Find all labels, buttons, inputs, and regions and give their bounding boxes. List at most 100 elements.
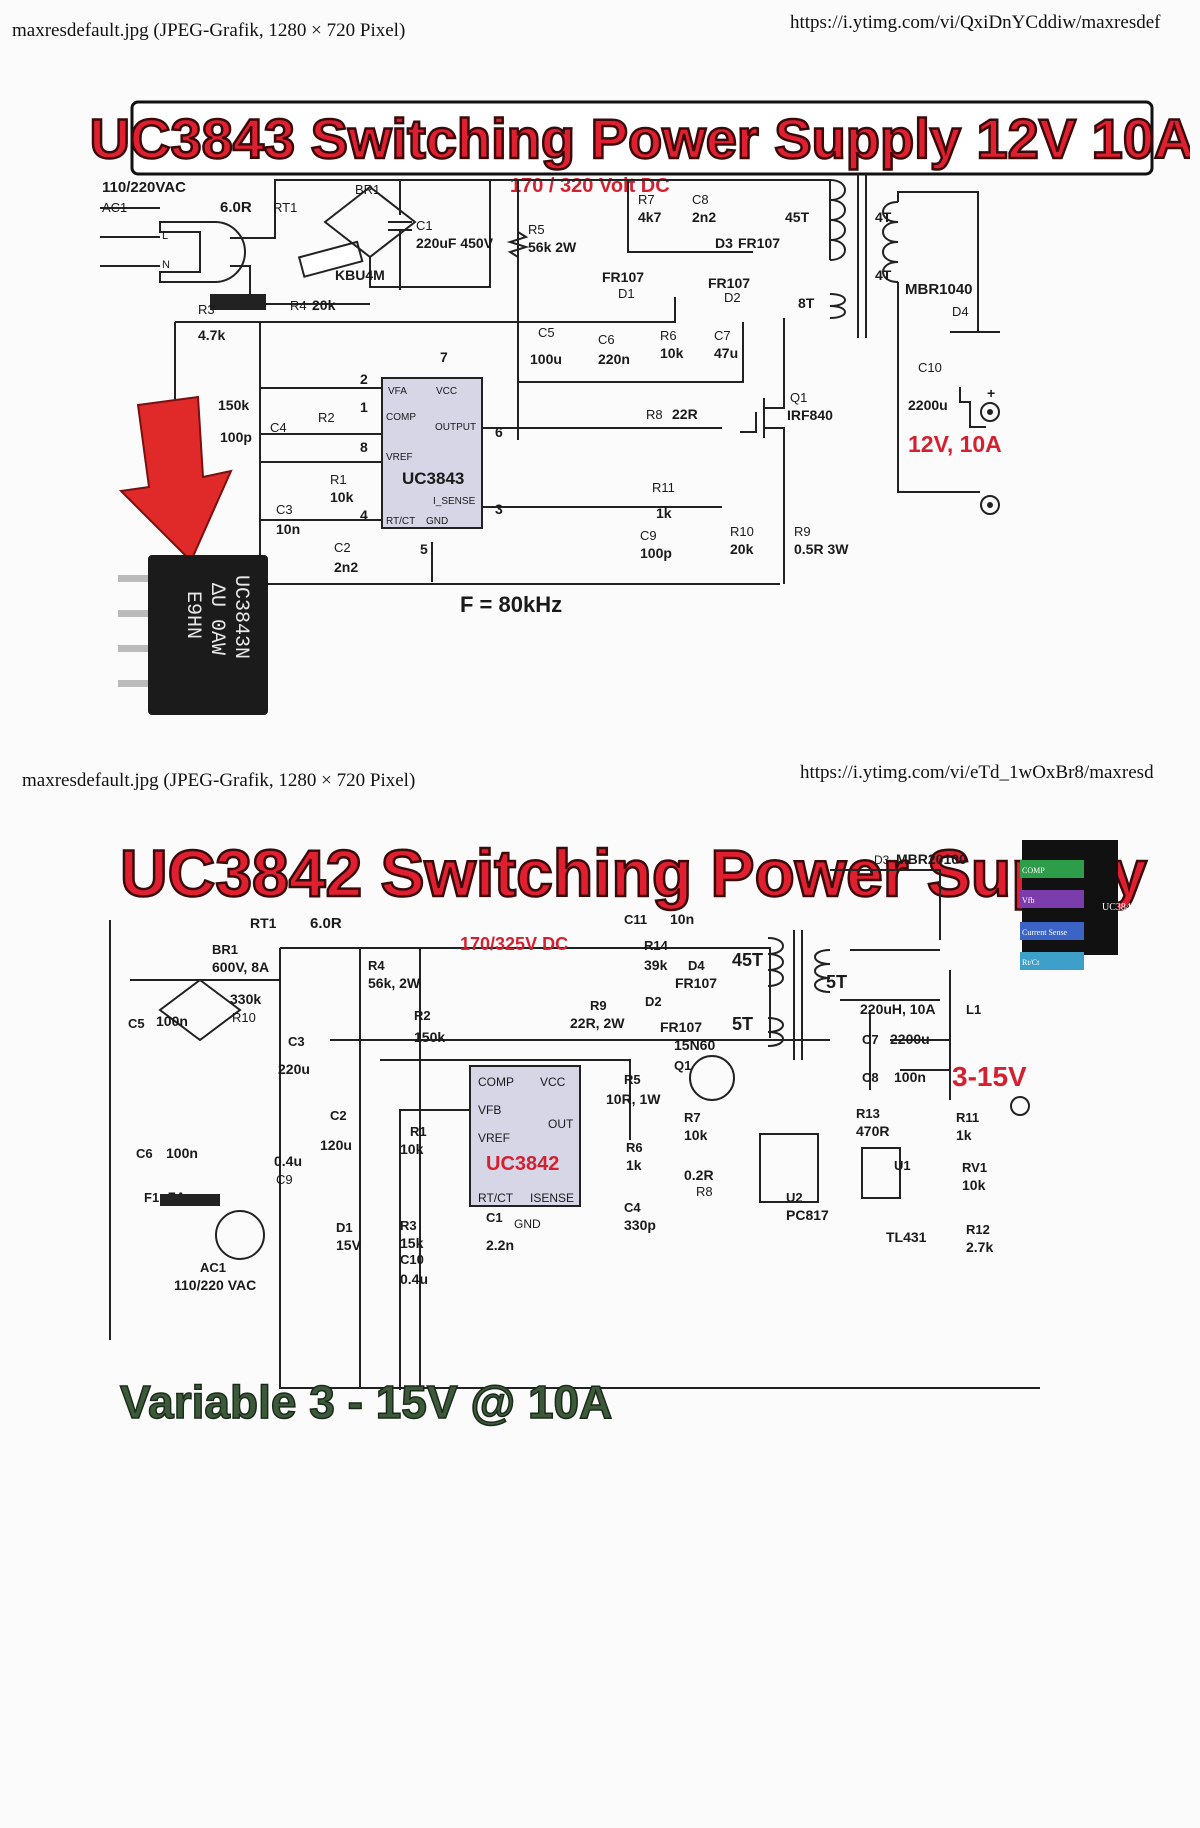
rt1-value: 6.0R [220,199,252,216]
br1-p2-name: BR1 [212,942,238,957]
fuse [210,294,266,310]
r3-p2-name: R3 [400,1218,417,1233]
t8-label: 8T [798,295,815,311]
u2-p2-value: PC817 [786,1207,829,1223]
c7-p2-name: C7 [862,1032,879,1047]
r4-p2-name: R4 [368,958,385,973]
c4-p2-value: 330p [624,1217,656,1233]
q1-value: IRF840 [787,407,833,423]
r8-p2-name: R8 [696,1184,713,1199]
r8-p2-value: 0.2R [684,1167,714,1183]
svg-text:VREF: VREF [478,1131,510,1145]
t5a-p2: 5T [826,972,847,992]
d1-p2-value: 15V [336,1237,362,1253]
r13-p2-value: 470R [856,1123,889,1139]
r14-value: 39k [644,957,668,973]
c3-p2-name: C3 [288,1034,305,1049]
ac-in-p2: 110/220 VAC [174,1277,256,1293]
r14-name: R14 [644,938,669,953]
c9-value: 100p [640,545,672,561]
c8-value: 2n2 [692,209,716,225]
svg-text:ISENSE: ISENSE [530,1191,574,1205]
svg-text:8: 8 [360,439,368,455]
rv1-p2-value: 10k [962,1177,986,1193]
l1-p2-name: L1 [966,1002,981,1017]
t5b-p2: 5T [732,1014,753,1034]
pinout-chip: UC3842 [1102,902,1136,913]
c4-name: C4 [270,420,287,435]
d2-name: D2 [724,290,741,305]
d1-p2-name: D1 [336,1220,353,1235]
r9-value: 0.5R 3W [794,541,849,557]
q1-mosfet [740,318,785,528]
br1-label: BR1 [355,182,380,197]
c1-value: 220uF 450V [416,235,494,251]
c11-value: 10n [670,911,694,927]
r13-p2-name: R13 [856,1106,880,1121]
svg-text:GND: GND [514,1217,541,1231]
mbr-label: MBR1040 [905,281,973,298]
uc3842-schematic: UC3842 Switching Power Supply UC3842 COM… [109,835,1148,1429]
c2-value: 2n2 [334,559,358,575]
rt1-p2-value: 6.0R [310,915,342,932]
c9-p2-name: C9 [276,1172,293,1187]
r11-p2-name: R11 [956,1110,979,1125]
ic-name-p2: UC3842 [486,1153,559,1175]
ac1-label: AC1 [102,200,127,215]
svg-text:2: 2 [360,371,368,387]
r8-name: R8 [646,407,663,422]
r6-p2-value: 1k [626,1157,642,1173]
svg-text:RT/CT: RT/CT [386,516,415,527]
svg-text:E9HN: E9HN [181,591,204,639]
d2-value: FR107 [708,275,750,291]
r11-name: R11 [652,480,675,495]
r8-value: 22R [672,406,698,422]
r2-name: R2 [318,410,335,425]
d4-label: D4 [952,304,969,319]
page2-header-right: https://i.ytimg.com/vi/eTd_1wOxBr8/maxre… [800,762,1154,783]
r9-name: R9 [794,524,811,539]
c11-name: C11 [624,912,647,927]
r7-value: 4k7 [638,209,662,225]
r6-value: 10k [660,345,684,361]
r9-p2-value: 22R, 2W [570,1015,625,1031]
t45-label: 45T [785,209,810,225]
c3-value: 10n [276,521,300,537]
u1-p2-value: TL431 [886,1229,927,1245]
r10-name: R10 [730,524,754,539]
svg-text:ΔU 0AW: ΔU 0AW [205,583,228,655]
page2-header-left: maxresdefault.jpg (JPEG-Grafik, 1280 × 7… [22,770,416,791]
page1-header-right: https://i.ytimg.com/vi/QxiDnYCddiw/maxre… [790,12,1161,33]
ac-plug [100,207,246,283]
kbu-label: KBU4M [335,267,385,283]
pin-N: N [162,259,170,271]
freq-label: F = 80kHz [460,592,562,617]
c6-value: 220n [598,351,630,367]
c4-p2-name: C4 [624,1200,641,1215]
c5-name: C5 [538,325,555,340]
br1-p2-value: 600V, 8A [212,959,269,975]
d4-p2-name: D4 [688,958,705,973]
r11-value: 1k [656,505,672,521]
c3-p2-value: 220u [278,1061,310,1077]
c2-p2-name: C2 [330,1108,347,1123]
r2-p2-name: R2 [414,1008,431,1023]
uc3843-chip-photo: UC3843N ΔU 0AW E9HN [118,555,268,715]
c8-p2-value: 100n [894,1069,926,1085]
c6-name: C6 [598,332,615,347]
uc3843-title: UC3843 Switching Power Supply 12V 10A [90,107,1190,170]
svg-text:4: 4 [360,507,368,523]
r3-p2-value: 15k [400,1235,424,1251]
uc3843-ic: VFA VCC COMP OUTPUT VREF I_SENSE RT/CT G… [381,377,483,529]
r1-value: 10k [330,489,354,505]
r7-name: R7 [638,192,655,207]
pin-L: L [162,230,168,242]
d4-p2-value: FR107 [675,975,717,991]
svg-text:Rt/Ct: Rt/Ct [1022,958,1040,967]
d3-value: FR107 [738,235,780,251]
r6-name: R6 [660,328,677,343]
r5-value: 56k 2W [528,239,577,255]
c-100p: 100p [220,429,252,445]
c7-p2-value: 2200u [890,1031,930,1047]
d3-p2-name: D3 [874,853,890,867]
